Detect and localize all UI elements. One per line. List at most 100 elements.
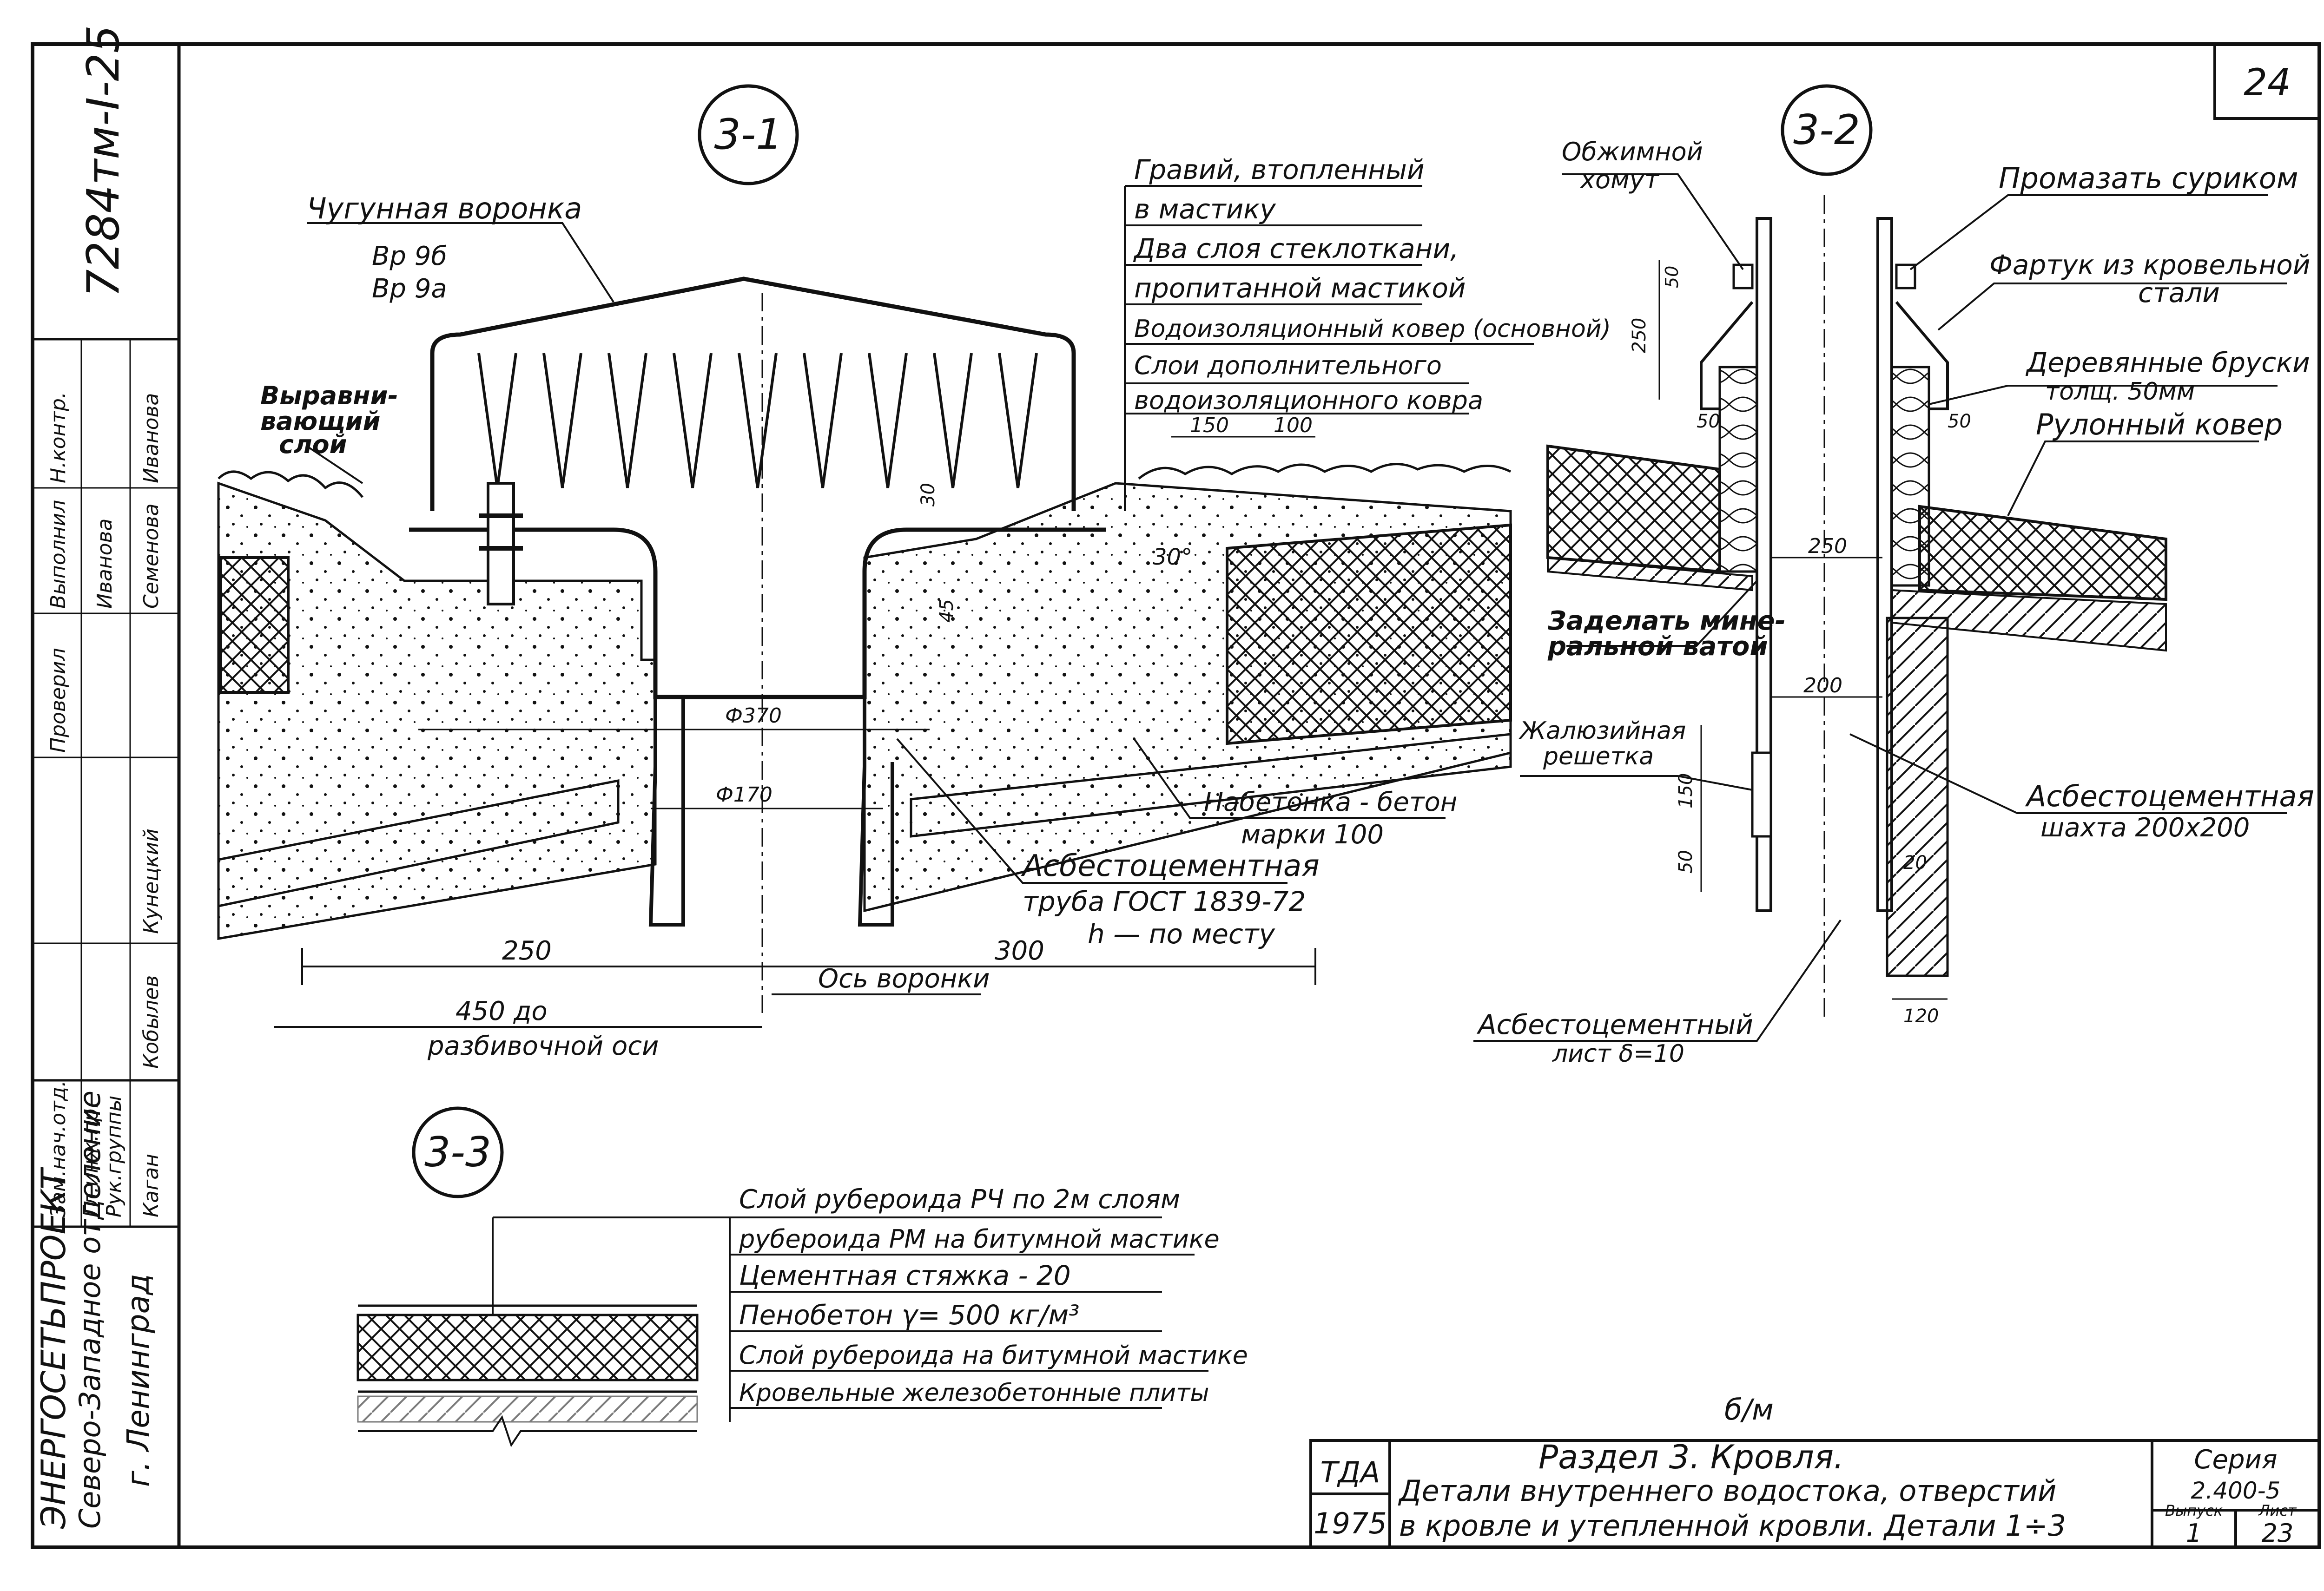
sheet-value: 23 — [2262, 1519, 2294, 1548]
paint-label: Промазать суриком — [1999, 161, 2298, 195]
dim-100: 100 — [1274, 414, 1313, 437]
stamp-org: ЭНЕРГОСЕТЬПРОЕКТ — [34, 1167, 73, 1529]
detail-3-3-marker: 3-3 — [424, 1128, 491, 1176]
legend-3-1-line-7: водоизоляционного ковра — [1134, 386, 1483, 415]
pipe-label-2: труба ГОСТ 1839-72 — [1023, 886, 1306, 917]
gravel-right — [1138, 463, 1512, 480]
dim-3-2-120: 120 — [1903, 1006, 1939, 1027]
dim-3-2-50-top: 50 — [1662, 266, 1682, 288]
grate-label-2: решетка — [1543, 743, 1654, 770]
insulation-3-2-left — [1546, 444, 1721, 573]
clamp-left — [1732, 263, 1754, 289]
apron-label-1: Фартук из кровельной — [1989, 249, 2310, 281]
sheet-number: 24 — [2244, 61, 2291, 104]
detail-3-1-marker: 3-1 — [714, 110, 783, 159]
dim-3-2-50-low: 50 — [1675, 850, 1697, 874]
insulation-block-right — [1226, 523, 1512, 745]
diam-370: Ф370 — [725, 704, 782, 728]
clamp-right — [1895, 263, 1916, 289]
stamp-role-6: Выполнил — [46, 500, 70, 609]
legend-3-3-line-5: Слой рубероида на битумной мастике — [739, 1341, 1248, 1370]
sheet-leader — [1473, 919, 1842, 1042]
roll-leader — [2007, 440, 2259, 516]
sheet-frame — [31, 42, 2321, 1549]
apron-label-2: стали — [2138, 277, 2220, 309]
slab-3-2-left — [1547, 556, 1753, 592]
legend-3-1-line-4: пропитанной мастикой — [1134, 272, 1466, 304]
insulation-block-left — [219, 556, 290, 694]
funnel-leader — [307, 222, 614, 303]
pipe-label-1: Асбестоцементная — [1021, 849, 1320, 883]
precast-slab-right — [910, 733, 1512, 838]
series-label: Серия — [2194, 1445, 2277, 1475]
legend-3-1-lines — [1124, 185, 1534, 511]
leveling-label-2: вающий — [260, 407, 380, 436]
apron-right — [1895, 301, 1949, 410]
funnel-ribs — [477, 353, 1038, 488]
detail-3-2-marker: 3-2 — [1793, 106, 1860, 154]
funnel-cap — [430, 276, 1076, 511]
wall-below — [1886, 617, 1949, 977]
clamp-label-1: Обжимной — [1562, 137, 1703, 166]
bars-label-2: толщ. 50мм — [2045, 378, 2195, 406]
shaft-leader — [1849, 733, 2287, 814]
legend-3-1-line-5: Водоизоляционный ковер (основной) — [1134, 315, 1611, 343]
dim-3-2-150: 150 — [1675, 773, 1697, 809]
dim-3-2-250-left: 250 — [1629, 318, 1650, 353]
dim-45: 45 — [936, 599, 957, 623]
funnel-type-1: Вр 9б — [372, 241, 447, 271]
dim-3-2-200: 200 — [1803, 674, 1842, 697]
louver-grate — [1751, 751, 1772, 838]
legend-3-3-lines — [493, 1216, 1208, 1422]
bars-label-1: Деревянные бруски — [2025, 347, 2310, 378]
slab-break — [358, 1415, 697, 1447]
legend-3-3-line-4: Пенобетон γ= 500 кг/м³ — [739, 1299, 1079, 1331]
legend-3-1-line-3: Два слоя стеклоткани, — [1133, 233, 1459, 264]
drain-pipe — [648, 697, 685, 927]
foam-concrete-layer — [357, 1314, 699, 1381]
stamp-role-2: Гл.инж.пр. — [79, 1102, 103, 1217]
stamp-name-6: Иванова — [139, 393, 163, 483]
stamp-role-5: Проверил — [46, 648, 70, 753]
shaft-label-2: шахта 200х200 — [2040, 813, 2250, 843]
dim-3-2-50-right: 50 — [1948, 411, 1971, 432]
legend-3-1-line-6: Слои дополнительного — [1134, 351, 1442, 380]
wood-bars-right — [1890, 366, 1930, 587]
side-stamp — [33, 338, 179, 1228]
grate-leader — [1520, 775, 1753, 791]
clamp-label-2: хомут — [1579, 165, 1660, 194]
issue-label: Выпуск — [2165, 1502, 2223, 1519]
detail-3-3-marker-circle — [412, 1106, 504, 1198]
apron-left — [1700, 301, 1754, 410]
dim-30: 30 — [918, 483, 939, 506]
insulation-3-2-right — [1918, 505, 2167, 601]
diam-170: Ф170 — [716, 783, 772, 807]
axis-label: Ось воронки — [818, 964, 990, 994]
concrete-label-1: Набетонка - бетон — [1204, 787, 1457, 817]
bars-leader — [1928, 385, 2278, 405]
slab-3-2-right — [1891, 589, 2167, 652]
pipe-label-3: h — по месту — [1088, 918, 1275, 950]
title-year: 1975 — [1314, 1506, 1387, 1540]
angle-30: 30° — [1153, 544, 1192, 570]
sheet-label-2: лист δ=10 — [1552, 1040, 1684, 1068]
dim-3-2-20: 20 — [1903, 852, 1927, 874]
grate-label-1: Жалюзийная — [1519, 717, 1686, 745]
stamp-name-2: Кобылев — [139, 975, 163, 1069]
funnel-label: Чугунная воронка — [307, 191, 582, 225]
dim-450-label-2: разбивочной оси — [427, 1031, 659, 1061]
stamp-code: 7284тм-I-25 — [78, 25, 129, 297]
dim-250: 250 — [502, 936, 552, 966]
clamp-bolt — [487, 482, 515, 605]
title-block — [1309, 1439, 2321, 1549]
legend-3-3-line-6: Кровельные железобетонные плиты — [739, 1379, 1209, 1407]
wood-bars-left — [1718, 366, 1758, 573]
dim-300: 300 — [995, 936, 1044, 966]
title-org: ТДА — [1320, 1455, 1380, 1489]
leveling-label-1: Выравни- — [260, 381, 398, 410]
precast-slab-left — [217, 779, 620, 908]
concrete-label-2: марки 100 — [1241, 820, 1384, 850]
sheet-label: Лист — [2258, 1502, 2297, 1519]
